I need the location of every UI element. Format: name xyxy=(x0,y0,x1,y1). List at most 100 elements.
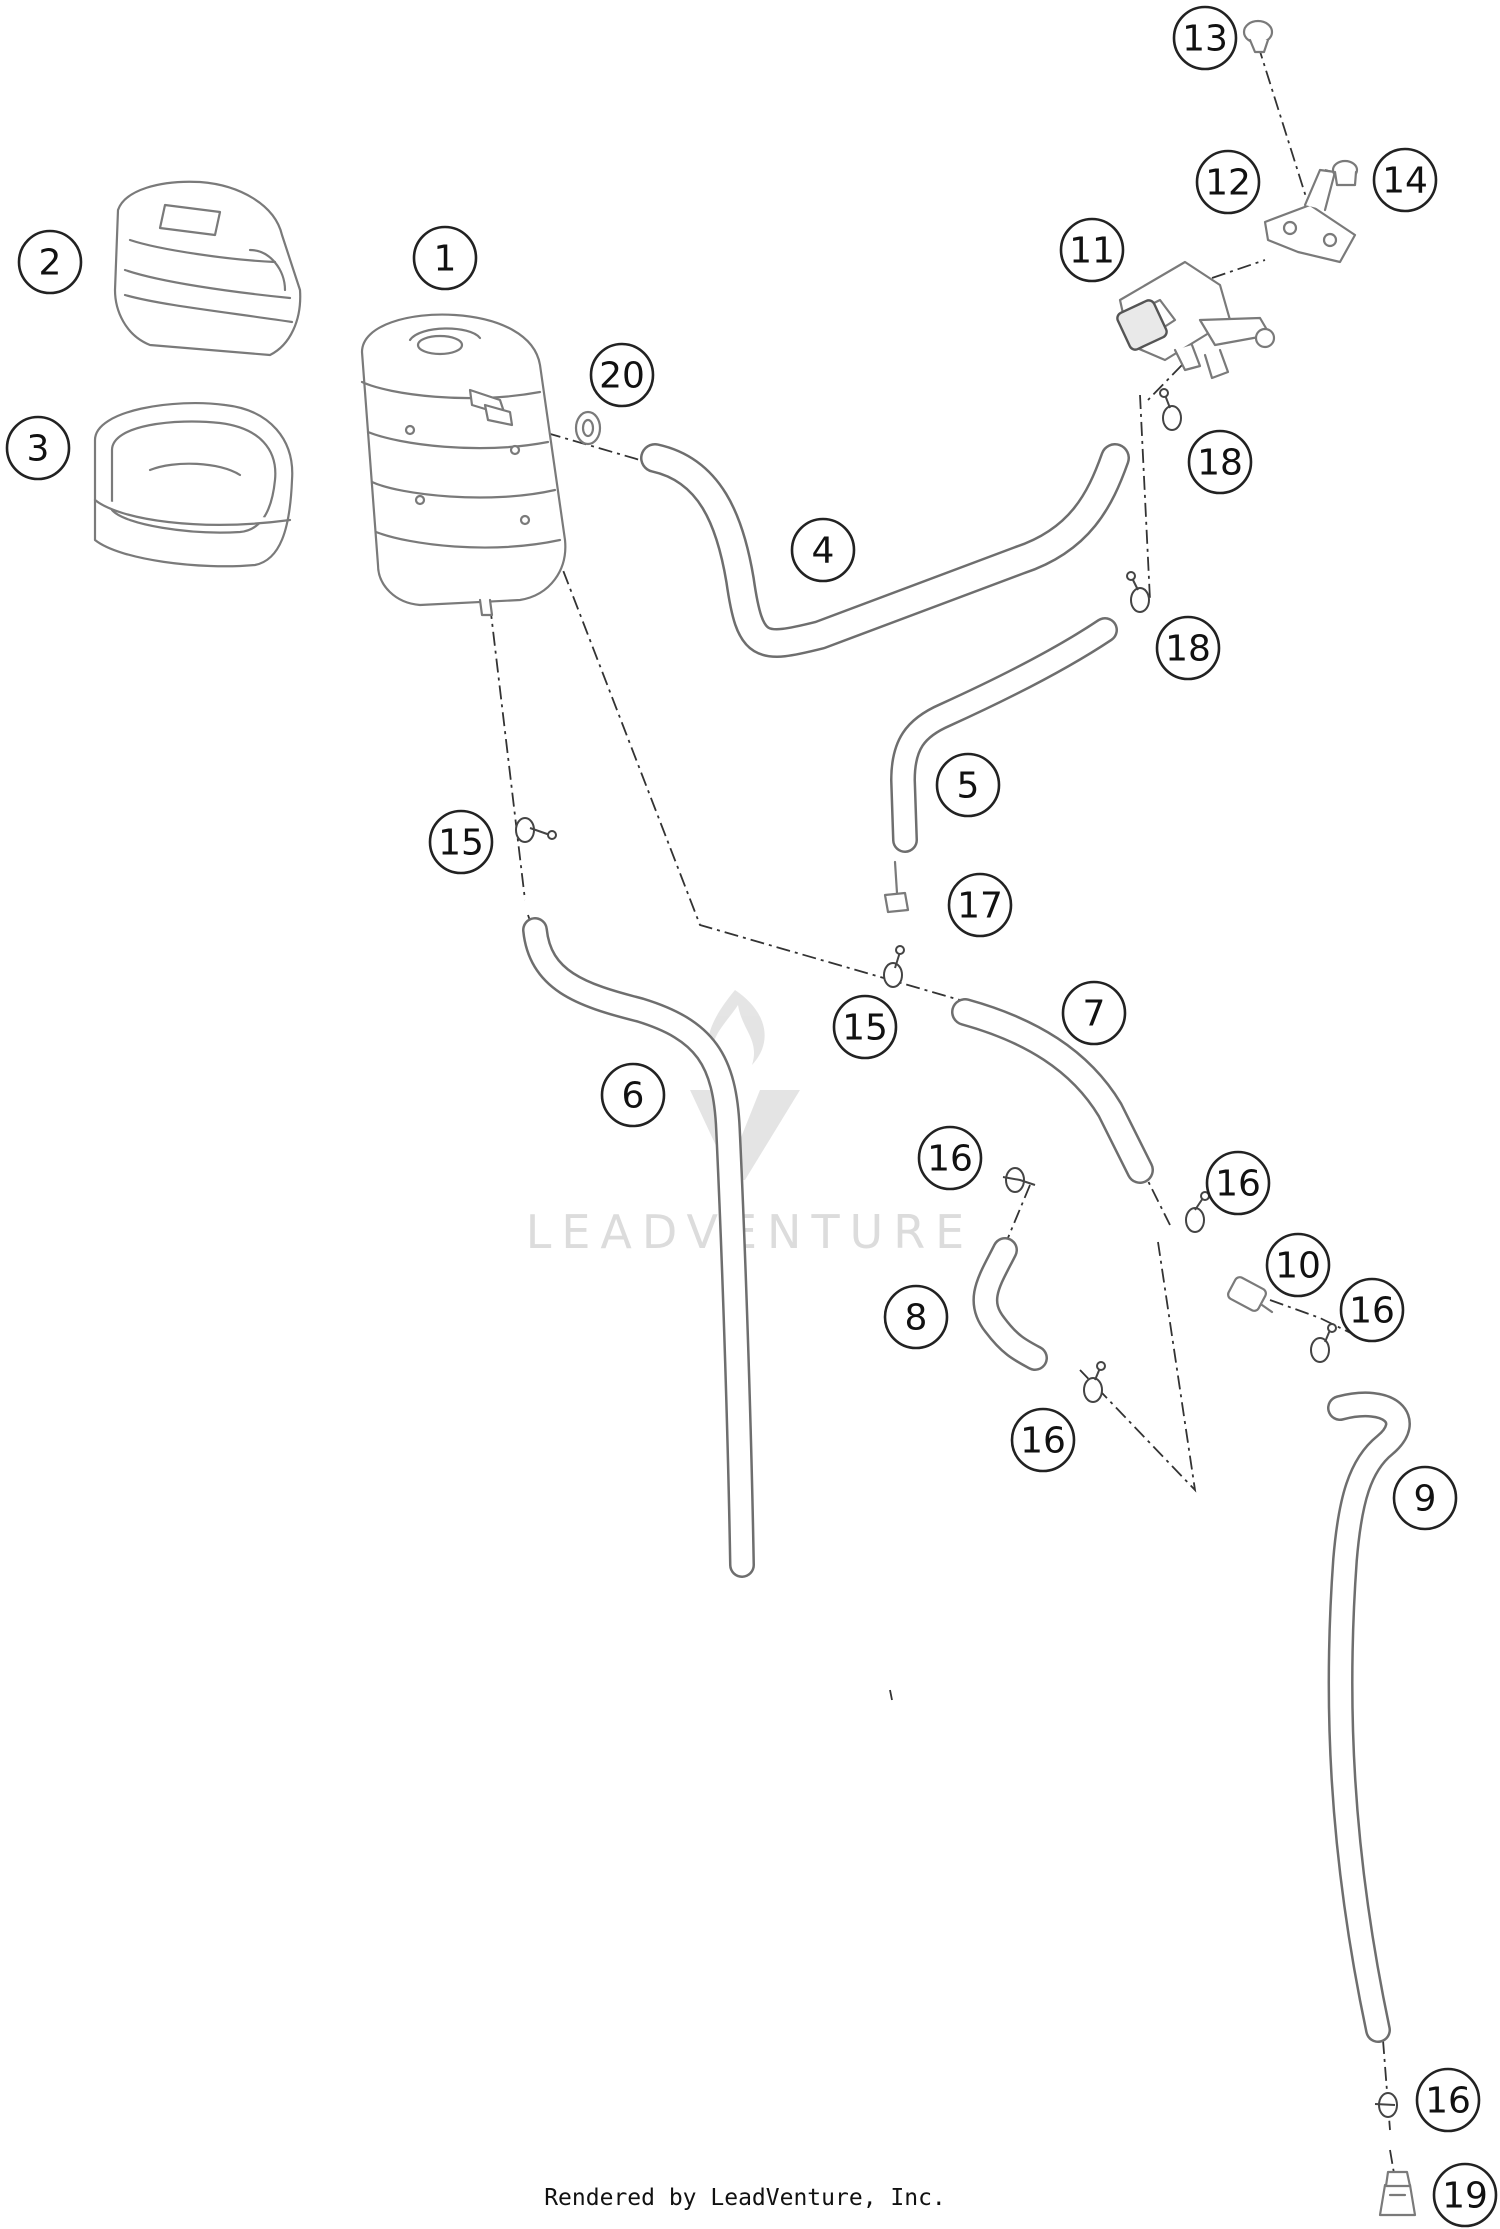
callout-circle xyxy=(1010,1407,1076,1473)
clamp-16e-icon xyxy=(1374,2092,1398,2118)
callout-number: 18 xyxy=(1165,629,1211,670)
callout-7: 7 xyxy=(1061,980,1127,1046)
callout-number: 12 xyxy=(1205,163,1251,204)
filter-part xyxy=(1378,2170,1417,2217)
callout-number: 15 xyxy=(438,823,484,864)
callout-number: 5 xyxy=(957,766,980,807)
callout-number: 9 xyxy=(1414,1479,1437,1520)
watermark: LEADVENTURE xyxy=(526,990,975,1259)
callout-8: 8 xyxy=(883,1284,949,1350)
clamp-15a-icon xyxy=(515,817,557,843)
callout-10: 10 xyxy=(1265,1232,1331,1298)
callout-4: 4 xyxy=(790,517,856,583)
callout-number: 6 xyxy=(622,1076,645,1117)
callout-number: 10 xyxy=(1275,1246,1321,1287)
callout-6: 6 xyxy=(600,1062,666,1128)
callout-group: 1234567891011121314151516161616161718181… xyxy=(5,5,1498,2228)
callout-number: 1 xyxy=(434,239,457,280)
clamp-16d-icon xyxy=(1083,1361,1106,1403)
callout-number: 19 xyxy=(1442,2176,1488,2217)
callout-number: 17 xyxy=(957,886,1003,927)
callout-number: 4 xyxy=(812,531,835,572)
clamp-16c-icon xyxy=(1310,1323,1337,1363)
callout-17: 17 xyxy=(947,872,1013,938)
callout-circle xyxy=(428,809,494,875)
clamp-15b-icon xyxy=(883,945,905,988)
callout-circle xyxy=(412,225,478,291)
clamp-18a-icon xyxy=(1159,388,1182,431)
clamp-16b-icon xyxy=(1185,1191,1210,1233)
callout-number: 16 xyxy=(1020,1421,1066,1462)
callout-circle xyxy=(1195,149,1261,215)
callout-number: 11 xyxy=(1069,231,1115,272)
callout-circle xyxy=(1372,147,1438,213)
callout-15: 15 xyxy=(428,809,494,875)
watermark-text: LEADVENTURE xyxy=(526,1205,975,1259)
callout-number: 13 xyxy=(1182,19,1228,60)
nut-part xyxy=(1331,159,1359,187)
watermark-v-icon xyxy=(690,1090,800,1180)
callout-circle xyxy=(17,229,83,295)
callout-circle xyxy=(5,415,71,481)
callout-1: 1 xyxy=(412,225,478,291)
callout-circle xyxy=(947,872,1013,938)
callout-19: 19 xyxy=(1432,2162,1498,2228)
callout-number: 20 xyxy=(599,356,645,397)
callout-circle xyxy=(1172,5,1238,71)
callout-12: 12 xyxy=(1195,149,1261,215)
canister-seal-part xyxy=(93,402,294,568)
canister-cover-part xyxy=(113,180,302,357)
callout-number: 3 xyxy=(27,429,50,470)
callout-circle xyxy=(790,517,856,583)
hose-5 xyxy=(890,617,1118,853)
hoses xyxy=(522,443,1411,2043)
callout-circle xyxy=(1205,1150,1271,1216)
hose-connector-part xyxy=(1227,1276,1274,1314)
callout-16: 16 xyxy=(1205,1150,1271,1216)
callout-circle xyxy=(1432,2162,1498,2228)
callout-number: 16 xyxy=(1215,1164,1261,1205)
callout-number: 14 xyxy=(1382,161,1428,202)
watermark-flame-icon xyxy=(707,990,765,1065)
callout-circle xyxy=(600,1062,666,1128)
evap-canister-part xyxy=(360,313,567,617)
callout-11: 11 xyxy=(1059,217,1125,283)
callout-circle xyxy=(1061,980,1127,1046)
callout-18: 18 xyxy=(1187,429,1253,495)
render-credit: Rendered by LeadVenture, Inc. xyxy=(544,2185,946,2211)
callout-circle xyxy=(1265,1232,1331,1298)
purge-valve-part xyxy=(1116,260,1276,380)
callout-16: 16 xyxy=(1415,2067,1481,2133)
callout-number: 8 xyxy=(905,1298,928,1339)
callout-circle xyxy=(935,752,1001,818)
callout-2: 2 xyxy=(17,229,83,295)
callout-16: 16 xyxy=(917,1125,983,1191)
callout-20: 20 xyxy=(589,342,655,408)
clamp-16a-icon xyxy=(1002,1167,1036,1193)
valve-bracket-part xyxy=(1263,168,1357,264)
hose-clamps xyxy=(515,388,1398,2118)
callout-16: 16 xyxy=(1339,1277,1405,1343)
callout-5: 5 xyxy=(935,752,1001,818)
grommet-part xyxy=(1242,19,1274,54)
callout-circle xyxy=(1415,2067,1481,2133)
callout-13: 13 xyxy=(1172,5,1238,71)
callout-number: 18 xyxy=(1197,443,1243,484)
callout-circle xyxy=(1155,615,1221,681)
callout-circle xyxy=(1059,217,1125,283)
callout-circle xyxy=(832,994,898,1060)
callout-number: 16 xyxy=(1425,2081,1471,2122)
callout-15: 15 xyxy=(832,994,898,1060)
callout-3: 3 xyxy=(5,415,71,481)
plug-part xyxy=(883,860,910,914)
callout-number: 16 xyxy=(1349,1291,1395,1332)
callout-number: 2 xyxy=(39,243,62,284)
callout-circle xyxy=(917,1125,983,1191)
callout-circle xyxy=(1339,1277,1405,1343)
callout-circle xyxy=(883,1284,949,1350)
callout-16: 16 xyxy=(1010,1407,1076,1473)
clip-part-20 xyxy=(574,410,602,446)
callout-14: 14 xyxy=(1372,147,1438,213)
callout-circle xyxy=(589,342,655,408)
